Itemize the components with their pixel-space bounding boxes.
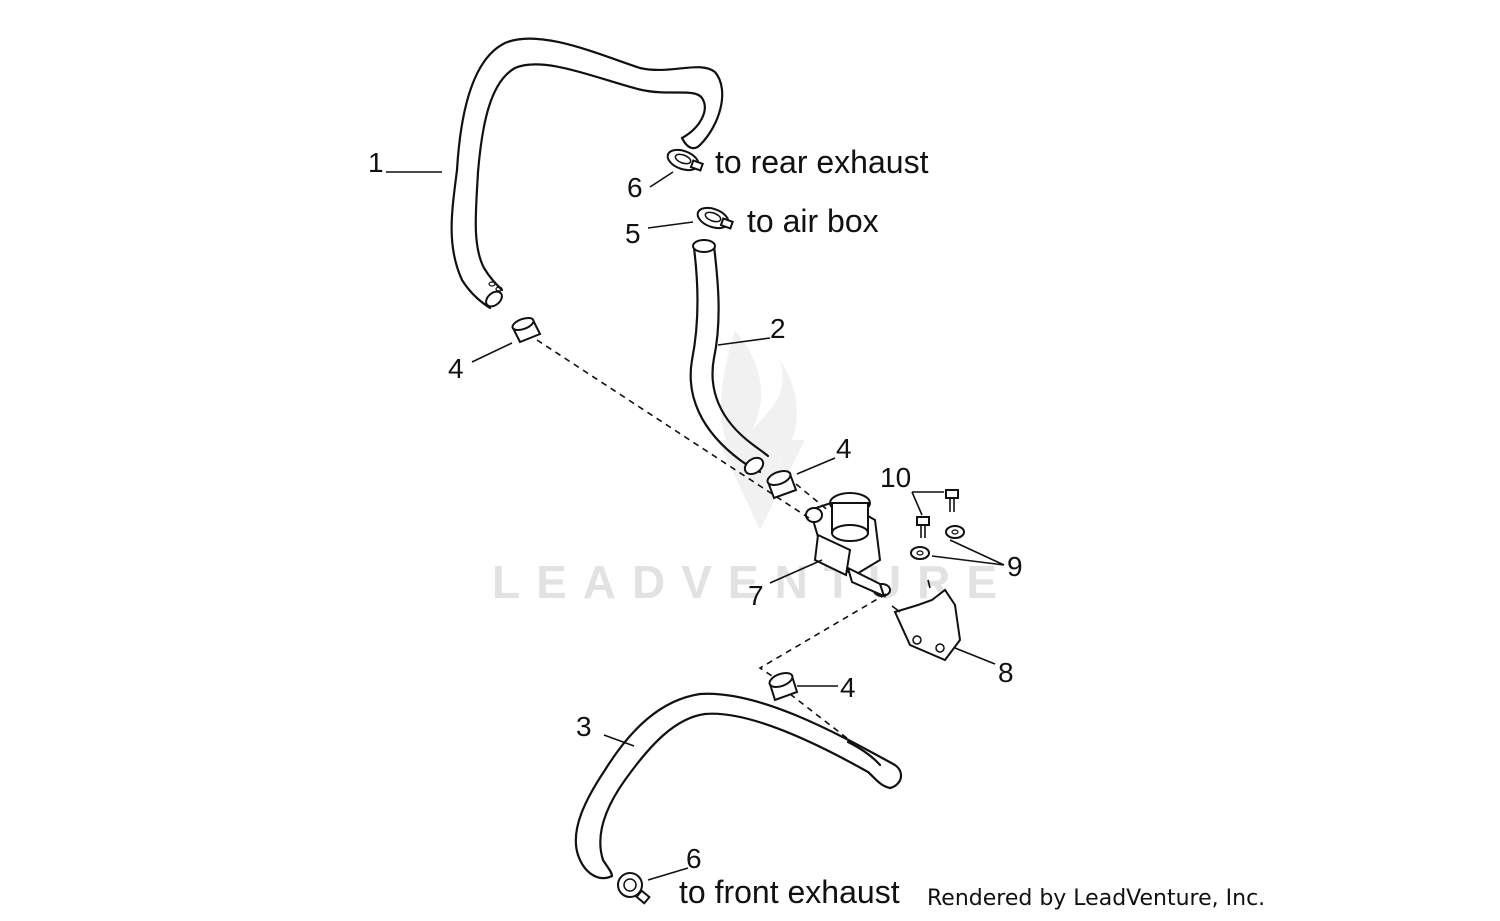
hose-1 [450,37,724,310]
callout-6-front: 6 [686,843,702,874]
bracket-8 [891,579,962,662]
leader-lines [386,171,1005,881]
callout-5: 5 [625,218,641,249]
assembly-lines [536,339,887,743]
note-air-box: to air box [747,203,879,239]
clamp-6-rear [666,148,705,172]
callout-3: 3 [576,711,592,742]
clamp-5-airbox [696,206,735,230]
watermark-logo [718,330,805,530]
callout-4-middle: 4 [836,433,852,464]
washer-9-b [910,546,930,560]
callout-6-rear: 6 [627,172,643,203]
hose-2 [689,239,770,476]
clamp-6-front [617,872,651,905]
callout-1: 1 [368,147,384,178]
callout-9: 9 [1007,551,1023,582]
clamp-4-middle [766,470,798,500]
washer-9-a [945,525,965,539]
callout-4-upper: 4 [448,353,464,384]
clamp-4-upper [511,316,542,344]
render-credit: Rendered by LeadVenture, Inc. [927,886,1265,911]
callout-2: 2 [770,313,786,344]
hose-3 [574,692,903,880]
watermark-text: LEADVENTURE [492,556,1013,608]
bolt-10-a [945,489,959,512]
callout-8: 8 [998,657,1014,688]
note-rear-exhaust: to rear exhaust [715,144,929,180]
callout-7: 7 [748,580,764,611]
valve-7 [805,492,891,598]
bolt-10-b [916,516,930,538]
note-front-exhaust: to front exhaust [679,874,900,910]
callout-10: 10 [880,462,911,493]
callout-4-lower: 4 [840,672,856,703]
